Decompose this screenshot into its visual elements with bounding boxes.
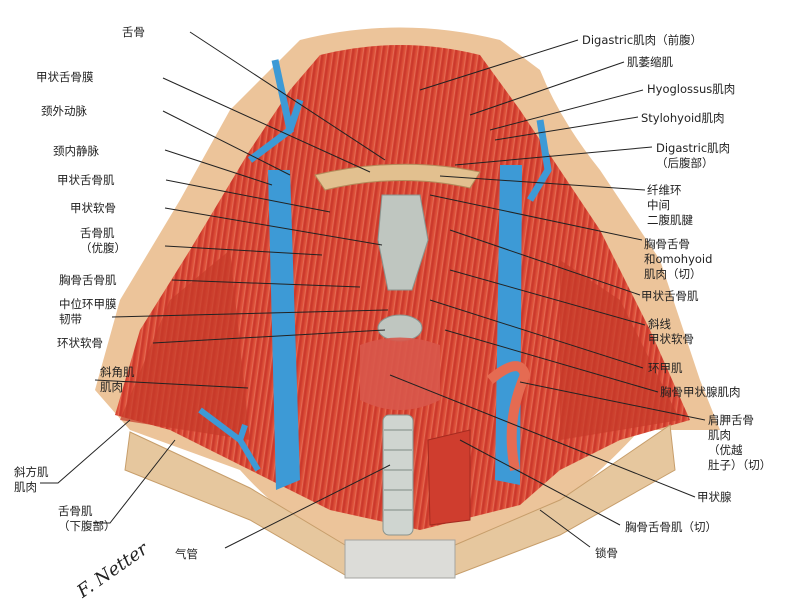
label-text: 甲状软骨 bbox=[648, 332, 694, 346]
label-omohyoid-superior-cut: 肩胛舌骨肌肉（优越肚子）（切） bbox=[708, 413, 771, 473]
sternohyoid-cut bbox=[427, 429, 471, 526]
label-text: 斜线 bbox=[648, 317, 671, 331]
label-oblique-line: 斜线甲状软骨 bbox=[648, 317, 694, 347]
label-text: Stylohyoid肌肉 bbox=[641, 111, 725, 125]
left-subclavian-branch bbox=[198, 407, 261, 472]
label-text: 肌肉（切） bbox=[644, 267, 702, 281]
label-trachea: 气管 bbox=[175, 547, 198, 562]
label-text: 环状软骨 bbox=[57, 336, 103, 350]
label-text: 肩胛舌骨 bbox=[708, 413, 754, 427]
cricoid-cartilage bbox=[377, 314, 423, 342]
label-text: Hyoglossus肌肉 bbox=[647, 82, 736, 96]
label-internal-jugular-vein: 颈内静脉 bbox=[53, 144, 99, 159]
label-text: 颈内静脉 bbox=[53, 144, 99, 158]
label-hyoid-bone: 舌骨 bbox=[122, 25, 145, 40]
thyroid-gland bbox=[360, 337, 440, 410]
thyroid-cartilage bbox=[377, 194, 429, 291]
label-text: （优越 bbox=[708, 443, 743, 457]
label-stylohyoid: Stylohyoid肌肉 bbox=[641, 111, 724, 126]
label-text: 甲状舌骨膜 bbox=[36, 70, 94, 84]
hyoid-bone bbox=[314, 163, 481, 191]
label-text: 舌骨肌 bbox=[80, 226, 115, 240]
label-text: 中间 bbox=[647, 198, 670, 212]
label-cricoid-cartilage: 环状软骨 bbox=[57, 336, 103, 351]
label-text: （下腹部） bbox=[58, 519, 116, 533]
label-median-cricothyroid-ligament: 中位环甲膜韧带 bbox=[59, 297, 117, 327]
label-omohyoid-inferior: 舌骨肌（下腹部） bbox=[58, 504, 116, 534]
label-thyrohyoid-membrane: 甲状舌骨膜 bbox=[36, 70, 94, 85]
label-scalene-muscle: 斜角肌肌肉 bbox=[100, 365, 135, 395]
label-text: 肌肉 bbox=[708, 428, 731, 442]
label-clavicle: 锁骨 bbox=[595, 546, 618, 561]
platysma-shade bbox=[560, 260, 680, 440]
label-text: 胸骨舌骨肌（切） bbox=[625, 520, 717, 534]
label-digastric-anterior: Digastric肌肉（前腹） bbox=[582, 33, 702, 48]
left-internal-jugular-vein bbox=[268, 170, 300, 490]
label-text: 舌骨 bbox=[122, 25, 145, 39]
label-text: （优腹） bbox=[80, 241, 126, 255]
label-text: 肌萎缩肌 bbox=[627, 55, 673, 69]
label-text: 环甲肌 bbox=[648, 361, 683, 375]
label-text: 舌骨肌 bbox=[58, 504, 93, 518]
label-text: （后腹部） bbox=[656, 156, 714, 170]
label-text: 甲状软骨 bbox=[70, 201, 116, 215]
label-digastric-posterior: Digastric肌肉（后腹部） bbox=[656, 141, 730, 171]
label-text: 斜角肌 bbox=[100, 365, 135, 379]
label-hyoglossus: Hyoglossus肌肉 bbox=[647, 82, 735, 97]
label-text: 肌肉 bbox=[100, 380, 123, 394]
label-text: 中位环甲膜 bbox=[59, 297, 117, 311]
right-branch-vessel bbox=[526, 119, 552, 202]
label-sternohyoid: 胸骨舌骨肌 bbox=[59, 273, 117, 288]
label-text: 气管 bbox=[175, 547, 198, 561]
label-text: 二腹肌腱 bbox=[647, 213, 693, 227]
label-thyrohyoid-muscle: 甲状舌骨肌 bbox=[57, 173, 115, 188]
label-sternohyoid-cut: 胸骨舌骨肌（切） bbox=[625, 520, 717, 535]
label-text: 颈外动脉 bbox=[41, 104, 87, 118]
label-text: 韧带 bbox=[59, 312, 82, 326]
sternum bbox=[344, 539, 456, 579]
trachea bbox=[382, 414, 414, 536]
label-mylohyoid: 肌萎缩肌 bbox=[627, 55, 673, 70]
label-text: 锁骨 bbox=[595, 546, 618, 560]
label-external-carotid-artery: 颈外动脉 bbox=[41, 104, 87, 119]
leader-lines bbox=[40, 31, 706, 549]
label-text: 肚子）（切） bbox=[708, 458, 772, 472]
label-text: 胸骨舌骨 bbox=[644, 237, 690, 251]
label-text: 和omohyoid bbox=[644, 252, 713, 266]
label-text: 斜方肌 bbox=[14, 465, 49, 479]
label-trapezius: 斜方肌肌肉 bbox=[14, 465, 49, 495]
left-external-carotid bbox=[247, 59, 304, 163]
label-text: 肌肉 bbox=[14, 480, 37, 494]
label-text: 纤维环 bbox=[647, 183, 682, 197]
label-omohyoid-superior: 舌骨肌（优腹） bbox=[80, 226, 126, 256]
label-text: 甲状腺 bbox=[697, 490, 732, 504]
label-thyroid-cartilage: 甲状软骨 bbox=[70, 201, 116, 216]
label-sternothyroid: 胸骨甲状腺肌肉 bbox=[660, 385, 741, 400]
label-thyrohyoid-right: 甲状舌骨肌 bbox=[641, 289, 699, 304]
platysma-shade bbox=[120, 250, 250, 440]
label-intermediate-digastric-tendon: 纤维环中间二腹肌腱 bbox=[647, 183, 693, 228]
label-thyroid-gland: 甲状腺 bbox=[697, 490, 732, 505]
omohyoid-cut bbox=[486, 361, 531, 471]
label-text: 甲状舌骨肌 bbox=[57, 173, 115, 187]
label-text: 胸骨舌骨肌 bbox=[59, 273, 117, 287]
label-text: Digastric肌肉 bbox=[656, 141, 731, 155]
label-text: Digastric肌肉（前腹） bbox=[582, 33, 703, 47]
label-cricothyroid: 环甲肌 bbox=[648, 361, 683, 376]
label-text: 胸骨甲状腺肌肉 bbox=[660, 385, 741, 399]
label-text: 甲状舌骨肌 bbox=[641, 289, 699, 303]
